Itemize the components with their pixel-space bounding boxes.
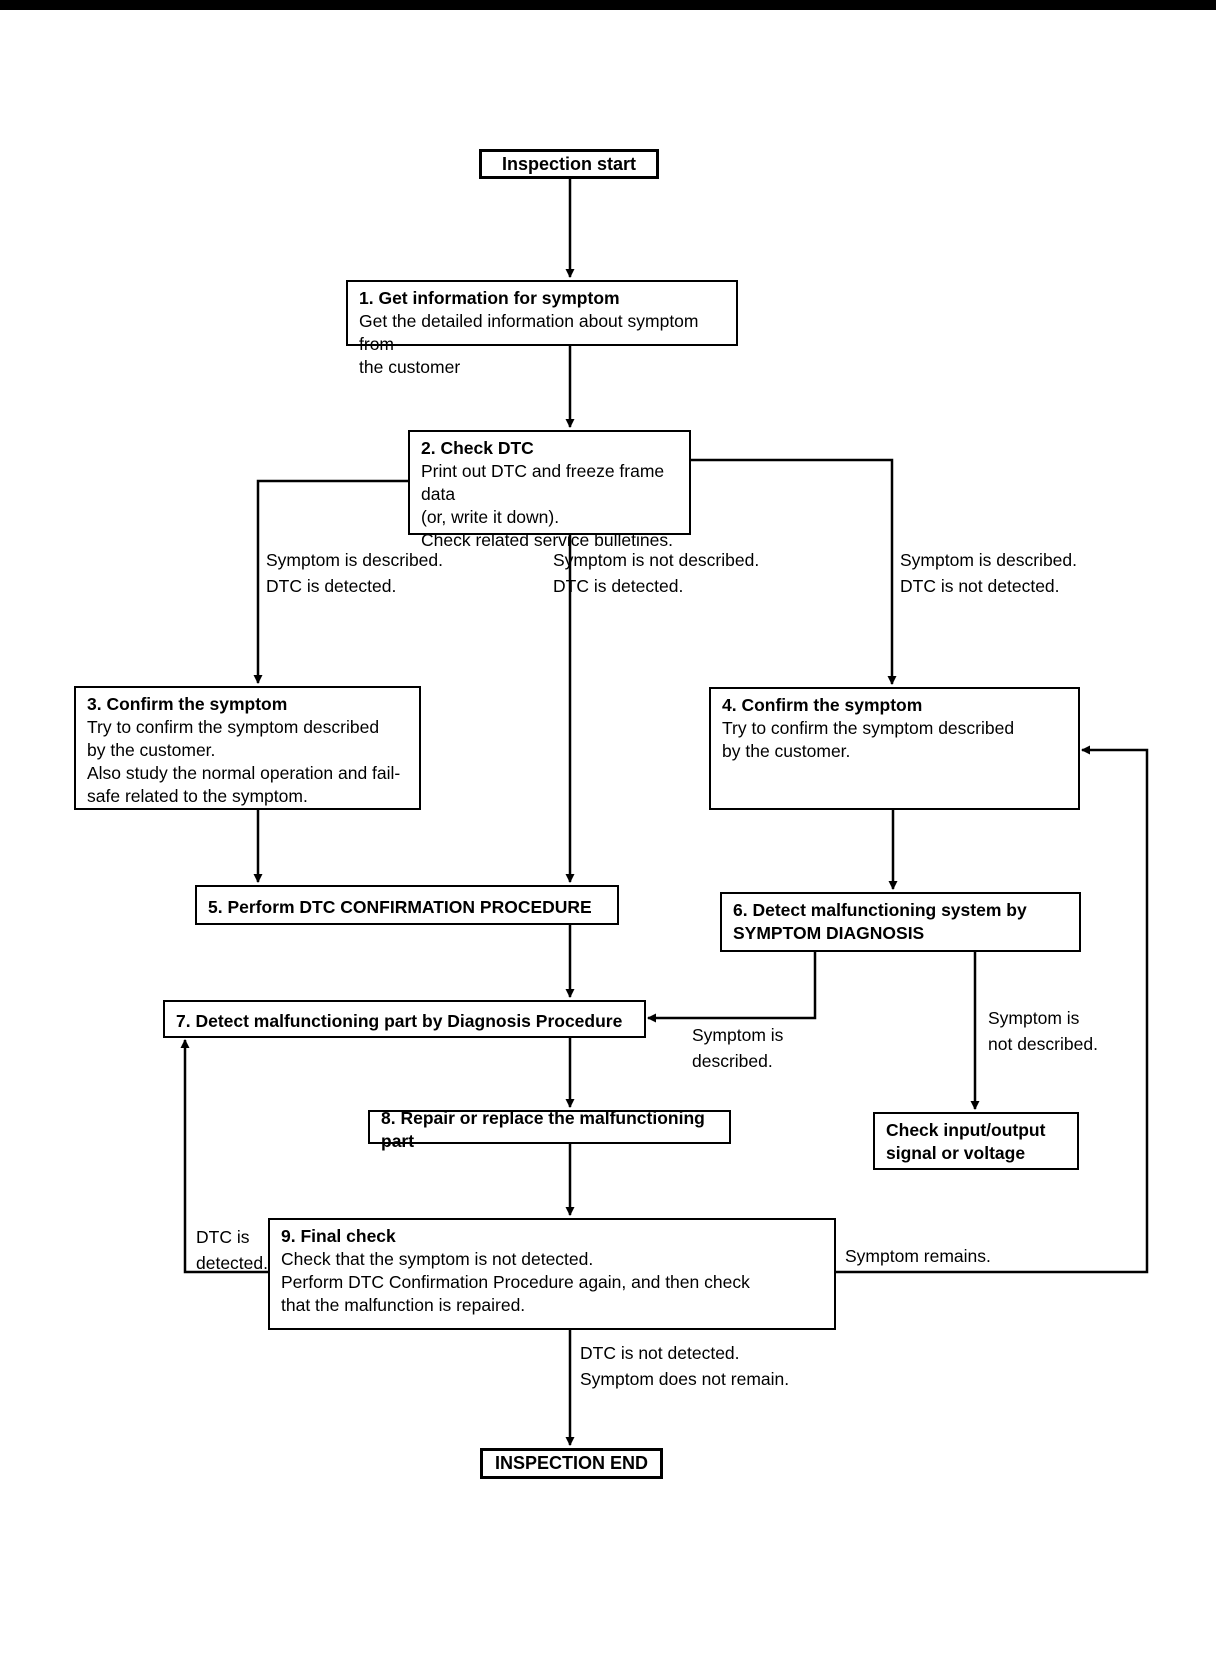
step-3-line: safe related to the symptom. — [87, 786, 308, 806]
label-line: DTC is not detected. — [580, 1343, 740, 1363]
label-symptom-not-described: Symptom is not described. — [988, 1005, 1098, 1057]
label-line: DTC is detected. — [266, 576, 397, 596]
edge-step9-to-step4-feedback — [835, 745, 1149, 1274]
step-3-box: 3. Confirm the symptom Try to confirm th… — [74, 686, 421, 810]
step-6-box: 6. Detect malfunctioning system by SYMPT… — [720, 892, 1081, 952]
label-line: not described. — [988, 1034, 1098, 1054]
step-3-line: by the customer. — [87, 740, 216, 760]
label-line: Symptom is — [692, 1025, 784, 1045]
label-line: DTC is detected. — [553, 576, 684, 596]
label-line: Symptom does not remain. — [580, 1369, 790, 1389]
label-dtc-not-detected: DTC is not detected. Symptom does not re… — [580, 1340, 789, 1392]
edge-step9-to-step7-feedback — [180, 1039, 268, 1274]
step-9-box: 9. Final check Check that the symptom is… — [268, 1218, 836, 1330]
step-5-box: 5. Perform DTC CONFIRMATION PROCEDURE — [195, 885, 619, 925]
label-line: Symptom remains. — [845, 1246, 991, 1266]
step-6-line: 6. Detect malfunctioning system by — [733, 900, 1027, 920]
label-line: DTC is — [196, 1227, 250, 1247]
label-line: Symptom is described. — [266, 550, 444, 570]
step-7-box: 7. Detect malfunctioning part by Diagnos… — [163, 1000, 646, 1038]
edge-step6-to-step7 — [647, 952, 817, 1023]
node-inspection-start: Inspection start — [479, 149, 659, 179]
edge-step2-to-step4 — [690, 458, 897, 685]
node-inspection-end: INSPECTION END — [480, 1448, 663, 1479]
label-right-branch: Symptom is described. DTC is not detecte… — [900, 547, 1077, 599]
label-line: Symptom is not described. — [553, 550, 760, 570]
step-1-line: Get the detailed information about sympt… — [359, 311, 699, 354]
step-9-line: Perform DTC Confirmation Procedure again… — [281, 1272, 750, 1292]
step-8-title: 8. Repair or replace the malfunctioning … — [381, 1107, 705, 1151]
step-2-line: (or, write it down). — [421, 507, 560, 527]
label-line: Symptom is described. — [900, 550, 1078, 570]
step-2-line: Print out DTC and freeze frame data — [421, 461, 665, 504]
step-2-box: 2. Check DTC Print out DTC and freeze fr… — [408, 430, 691, 550]
step-3-title: 3. Confirm the symptom — [87, 694, 288, 714]
check-io-line: Check input/output — [886, 1120, 1046, 1140]
label-line: described. — [692, 1051, 773, 1071]
step-1-line: the customer — [359, 357, 461, 377]
step-8-box: 8. Repair or replace the malfunctioning … — [368, 1108, 731, 1151]
step-4-title: 4. Confirm the symptom — [722, 695, 923, 715]
step-4-box: 4. Confirm the symptom Try to confirm th… — [709, 687, 1080, 810]
step-9-line: Check that the symptom is not detected. — [281, 1249, 594, 1269]
inspection-end-label: INSPECTION END — [494, 1453, 649, 1473]
step-6-line: SYMPTOM DIAGNOSIS — [733, 923, 925, 943]
step-9-line: that the malfunction is repaired. — [281, 1295, 526, 1315]
label-line: Symptom is — [988, 1008, 1080, 1028]
edge-step2-to-step3 — [253, 479, 408, 684]
inspection-start-label: Inspection start — [501, 153, 637, 174]
step-2-title: 2. Check DTC — [421, 438, 534, 458]
step-3-line: Also study the normal operation and fail… — [87, 763, 401, 783]
step-4-line: Try to confirm the symptom described — [722, 718, 1015, 738]
scan-edge-artifact — [0, 0, 1216, 10]
step-3-line: Try to confirm the symptom described — [87, 717, 380, 737]
label-left-branch: Symptom is described. DTC is detected. — [266, 547, 443, 599]
step-2-line: Check related service bulletines. — [421, 530, 673, 550]
label-middle-branch: Symptom is not described. DTC is detecte… — [553, 547, 759, 599]
step-4-line: by the customer. — [722, 741, 851, 761]
label-symptom-described: Symptom is described. — [692, 1022, 783, 1074]
label-line: detected. — [196, 1253, 268, 1273]
step-5-title: 5. Perform DTC CONFIRMATION PROCEDURE — [208, 897, 592, 917]
step-1-title: 1. Get information for symptom — [359, 288, 620, 308]
check-io-box: Check input/output signal or voltage — [873, 1112, 1079, 1170]
label-line: DTC is not detected. — [900, 576, 1060, 596]
step-1-box: 1. Get information for symptom Get the d… — [346, 280, 738, 377]
step-9-title: 9. Final check — [281, 1226, 396, 1246]
check-io-line: signal or voltage — [886, 1143, 1026, 1163]
step-7-title: 7. Detect malfunctioning part by Diagnos… — [176, 1011, 623, 1031]
label-dtc-detected: DTC is detected. — [196, 1224, 268, 1276]
label-symptom-remains: Symptom remains. — [845, 1243, 991, 1269]
